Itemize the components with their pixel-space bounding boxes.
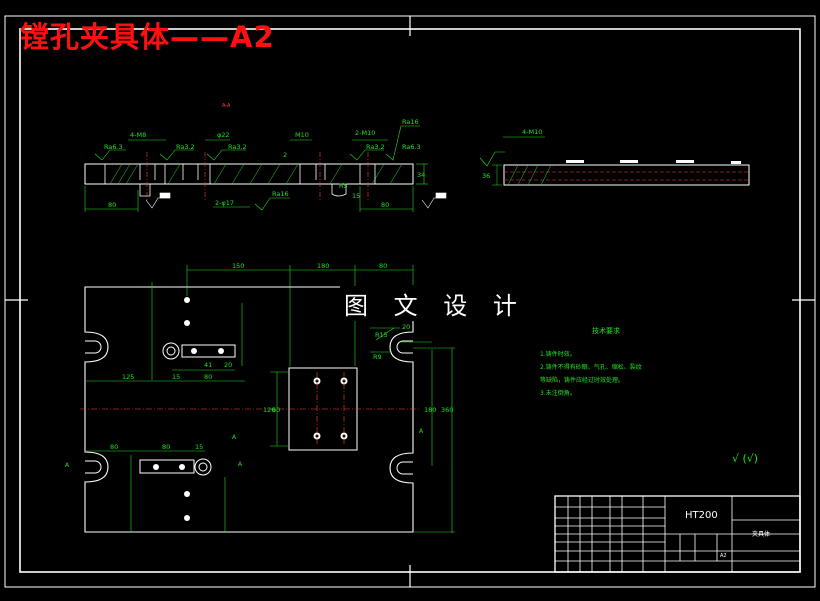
- plan-dim-80b: 80: [204, 373, 212, 381]
- side-dim-4m10: 4-M10: [522, 128, 542, 136]
- plan-dim-15a: 15: [172, 373, 180, 381]
- plan-dim-80c: 80: [110, 443, 118, 451]
- plan-dim-15b: 15: [195, 443, 203, 451]
- tech-heading: 技术要求: [592, 326, 620, 335]
- tech-requirements: 技术要求 1.铸件时效。 2.铸件不得有砂眼、气孔、缩松、裂纹 等缺陷，铸件应经…: [540, 326, 642, 397]
- plan-dim-20b: 20: [402, 323, 410, 331]
- dim-80-right: 80: [381, 201, 389, 209]
- view-mark-a3: A: [238, 461, 243, 468]
- tech-item-1: 1.铸件时效。: [540, 350, 576, 358]
- rough-ra16: Ra16: [402, 118, 419, 126]
- dim-34: 34: [417, 171, 425, 179]
- plan-view: 150 180 80 125 15 80 41 20 80 80 15 R15 …: [65, 262, 455, 533]
- dim-2phi17: 2-φ17: [215, 199, 234, 207]
- centering-marks: [5, 16, 815, 587]
- dim-80-left: 80: [108, 201, 116, 209]
- dim-2m10: 2-M10: [355, 129, 375, 137]
- view-mark-a4: A: [419, 428, 424, 435]
- tech-item-4: 3.未注倒角。: [540, 389, 576, 397]
- tech-item-2: 2.铸件不得有砂眼、气孔、缩松、裂纹: [540, 363, 642, 371]
- part-name-text: 夹具体: [752, 530, 770, 538]
- plan-dim-125: 125: [122, 373, 134, 381]
- plan-dim-180: 180: [317, 262, 329, 270]
- scale-text: A2: [720, 553, 727, 559]
- dim-4m8: 4-M8: [130, 131, 146, 139]
- plan-dim-80: 80: [379, 262, 387, 270]
- side-view: 4-M10 36: [482, 128, 750, 186]
- roughness-corner: √ (√): [732, 452, 758, 465]
- rough-ra32a: Ra3.2: [176, 143, 195, 151]
- title-block: [554, 495, 801, 573]
- plan-dim-360: 360: [441, 406, 453, 414]
- rough-ra32c: Ra3.2: [366, 143, 385, 151]
- plan-dim-r9: R9: [373, 353, 382, 361]
- rough-ra63b: Ra6.3: [402, 143, 421, 151]
- tech-item-3: 等缺陷，铸件应经过时效处理。: [540, 376, 624, 384]
- side-dim-36: 36: [482, 172, 490, 180]
- plan-dim-150: 150: [232, 262, 244, 270]
- plan-dim-r15: R15: [375, 331, 388, 339]
- plan-dim-41: 41: [204, 361, 212, 369]
- plan-dim-180v: 180: [424, 406, 436, 414]
- drawing-title: 镗孔夹具体——A2: [20, 20, 275, 54]
- dim-phi22: φ22: [217, 131, 230, 139]
- dim-m10: M10: [295, 131, 309, 139]
- view-mark-a2: A: [232, 434, 237, 441]
- view-mark-a1: A: [65, 462, 70, 469]
- dim-2: 2: [283, 151, 287, 159]
- rough-ra16b: Ra16: [272, 190, 289, 198]
- plan-dim-120: 120: [263, 406, 275, 414]
- dim-15: 15: [352, 192, 360, 200]
- plan-dim-60: 60: [272, 406, 280, 414]
- plan-dim-20a: 20: [224, 361, 232, 369]
- section-view-aa: A-A: [84, 103, 505, 212]
- watermark-text: 图 文 设 计: [340, 286, 530, 321]
- dim-r5: R5: [339, 182, 348, 190]
- rough-ra32b: Ra3.2: [228, 143, 247, 151]
- rough-ra63a: Ra6.3: [104, 143, 123, 151]
- material-text: HT200: [685, 510, 718, 521]
- section-label: A-A: [222, 103, 231, 109]
- plan-dim-80d: 80: [162, 443, 170, 451]
